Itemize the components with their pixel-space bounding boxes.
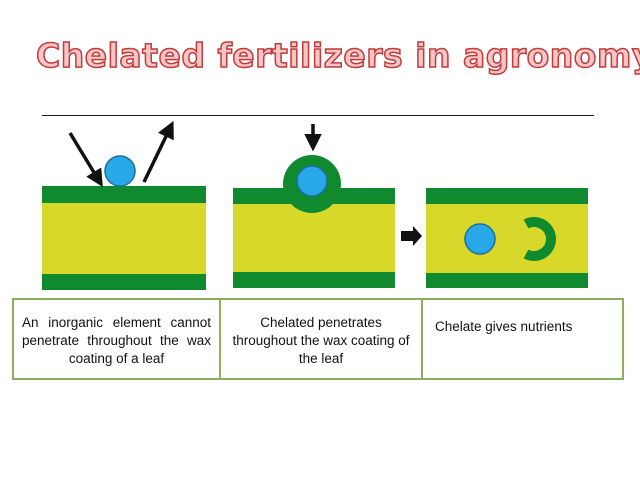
panel-chelate-gives-nutrients bbox=[426, 188, 588, 288]
caption-inorganic: An inorganic element cannot penetrate th… bbox=[22, 315, 211, 366]
chelation-diagram bbox=[42, 120, 588, 290]
wax-coating-bottom-3 bbox=[426, 273, 588, 288]
nutrient-ion-1 bbox=[104, 155, 136, 187]
wax-coating-bottom-2 bbox=[233, 272, 395, 288]
leaf-body-3 bbox=[426, 188, 588, 288]
leaf-body-1 bbox=[42, 186, 206, 290]
panel-chelated-penetrates bbox=[233, 124, 395, 288]
caption-chelate-gives-nutrients: Chelate gives nutrients bbox=[421, 300, 622, 378]
nutrient-ion-3 bbox=[464, 223, 496, 255]
title-divider bbox=[42, 115, 594, 116]
caption-chelated-penetrates: Chelated penetrates throughout the wax c… bbox=[219, 300, 421, 378]
caption-table: An inorganic element cannot penetrate th… bbox=[12, 298, 624, 380]
open-chelate-ring bbox=[523, 217, 556, 261]
wax-coating-top-1 bbox=[42, 186, 206, 203]
wax-coating-top-3 bbox=[426, 188, 588, 204]
panel-inorganic-element bbox=[42, 120, 206, 290]
nutrient-ion-2 bbox=[296, 165, 328, 197]
slide-title: Chelated fertilizers in agronomy bbox=[35, 35, 640, 76]
right-arrow-icon bbox=[401, 226, 422, 246]
wax-coating-bottom-1 bbox=[42, 274, 206, 290]
bounce-arrow-icon bbox=[142, 120, 174, 183]
incoming-arrow-icon bbox=[68, 132, 103, 187]
